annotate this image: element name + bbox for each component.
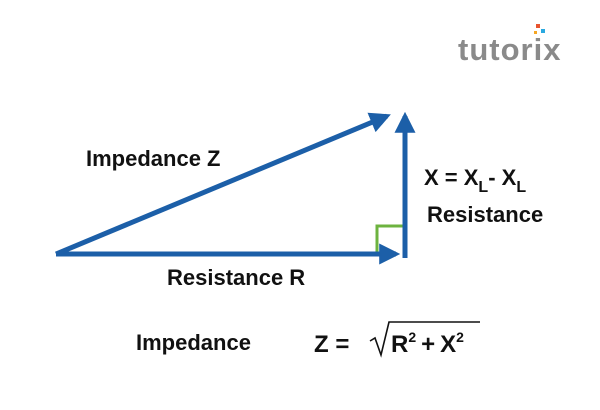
reactance-subscript-1: L: [478, 179, 488, 196]
formula-rhs: R2+X2: [391, 329, 464, 358]
formula-x: X: [440, 331, 456, 358]
reactance-middle: - X: [488, 165, 516, 190]
square-root-sign: [369, 321, 480, 358]
impedance-vector: [55, 112, 391, 257]
logo-text: tutorix: [458, 32, 561, 67]
reactance-equation-label: X = XL- XL: [424, 165, 526, 196]
reactance-subscript-2: L: [516, 179, 526, 196]
formula-x-exponent: 2: [456, 329, 464, 345]
logo-dot: [534, 31, 537, 34]
right-angle-marker: [375, 224, 405, 252]
formula-label: Impedance: [136, 330, 251, 355]
impedance-z-label: Impedance Z: [86, 146, 220, 171]
resistance-r-label: Resistance R: [167, 265, 305, 290]
logo-dot: [541, 29, 545, 33]
formula-plus: +: [421, 331, 435, 358]
formula-lhs: Z =: [314, 331, 349, 358]
tutorix-logo: tutorix: [458, 24, 561, 67]
reactance-prefix: X = X: [424, 165, 479, 190]
logo-dot: [536, 24, 540, 28]
formula-r: R: [391, 331, 408, 358]
formula-r-exponent: 2: [408, 329, 416, 345]
reactance-resistance-label: Resistance: [427, 202, 543, 227]
